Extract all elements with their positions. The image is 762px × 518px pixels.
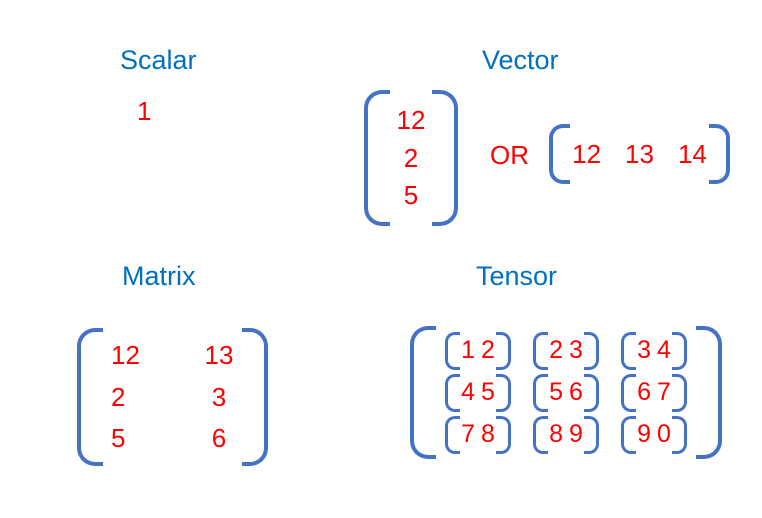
matrix-value: 6 (211, 423, 227, 454)
right-bracket (432, 90, 458, 226)
left-bracket (549, 124, 570, 184)
right-bracket (584, 415, 599, 454)
or-label: OR (490, 140, 529, 170)
tensor-value: 3 (569, 335, 583, 364)
tensor-cell: 6 7 (621, 373, 687, 413)
tensor-value: 0 (657, 419, 671, 448)
tensor-value: 5 (549, 377, 563, 406)
tensor-cell: 5 6 (533, 373, 599, 413)
vector-value: 14 (677, 138, 707, 169)
vector-value: 2 (403, 142, 419, 173)
left-bracket (445, 373, 460, 412)
tensor-value: 9 (569, 419, 583, 448)
tensor-value: 8 (481, 419, 495, 448)
matrix-value: 3 (211, 381, 227, 412)
tensor-cell: 7 8 (445, 415, 511, 455)
scalar-title: Scalar (120, 45, 197, 75)
left-bracket (621, 415, 636, 454)
matrix-row: 12 13 (111, 341, 242, 370)
vector-value: 5 (403, 180, 419, 211)
right-bracket (696, 326, 722, 459)
right-bracket (672, 331, 687, 370)
left-bracket (410, 326, 436, 459)
tensor-cell: 4 5 (445, 373, 511, 413)
left-bracket (445, 415, 460, 454)
tensor-cell: 9 0 (621, 415, 687, 455)
tensor-value: 5 (481, 377, 495, 406)
tensor-value: 4 (657, 335, 671, 364)
right-bracket (242, 328, 268, 466)
column-vector: 12 2 5 (364, 90, 458, 226)
right-bracket (672, 373, 687, 412)
tensor-cell: 1 2 (445, 331, 511, 371)
matrix-value: 12 (111, 340, 140, 371)
tensor-row: 7 8 8 9 9 0 (445, 415, 687, 455)
tensor-value: 6 (569, 377, 583, 406)
tensor-title: Tensor (476, 261, 558, 291)
matrix-value: 13 (204, 340, 234, 371)
right-bracket (584, 373, 599, 412)
tensor-value: 2 (481, 335, 495, 364)
tensor-row: 4 5 5 6 6 7 (445, 373, 687, 413)
tensor-cell: 3 4 (621, 331, 687, 371)
left-bracket (364, 90, 390, 226)
left-bracket (533, 373, 548, 412)
matrix-value: 5 (111, 423, 126, 454)
left-bracket (533, 331, 548, 370)
matrix-value: 2 (111, 381, 126, 412)
tensor-values: 1 2 2 3 3 4 (436, 326, 696, 459)
matrix: 12 13 2 3 5 6 (77, 328, 268, 466)
row-vector-values: 12 13 14 (570, 124, 709, 184)
right-bracket (672, 415, 687, 454)
tensor-value: 8 (549, 419, 563, 448)
right-bracket (496, 331, 511, 370)
tensor-value: 6 (637, 377, 651, 406)
tensor-value: 7 (461, 419, 475, 448)
right-bracket (709, 124, 730, 184)
vector-value: 13 (625, 138, 654, 169)
tensor-value: 2 (549, 335, 563, 364)
scalar-value: 1 (137, 96, 152, 126)
matrix-title: Matrix (122, 261, 196, 291)
column-vector-values: 12 2 5 (390, 90, 432, 226)
tensor: 1 2 2 3 3 4 (410, 326, 722, 459)
matrix-values: 12 13 2 3 5 6 (103, 328, 242, 466)
tensor-value: 1 (461, 335, 475, 364)
tensor-cell: 8 9 (533, 415, 599, 455)
matrix-row: 2 3 (111, 383, 242, 412)
left-bracket (621, 331, 636, 370)
vector-value: 12 (572, 138, 602, 169)
right-bracket (584, 331, 599, 370)
left-bracket (533, 415, 548, 454)
vector-value: 12 (396, 105, 426, 136)
left-bracket (621, 373, 636, 412)
tensor-value: 7 (657, 377, 671, 406)
left-bracket (445, 331, 460, 370)
tensor-value: 4 (461, 377, 475, 406)
tensor-value: 9 (637, 419, 651, 448)
right-bracket (496, 373, 511, 412)
right-bracket (496, 415, 511, 454)
row-vector: 12 13 14 (549, 124, 730, 184)
tensor-row: 1 2 2 3 3 4 (445, 331, 687, 371)
left-bracket (77, 328, 103, 466)
tensor-cell: 2 3 (533, 331, 599, 371)
matrix-row: 5 6 (111, 424, 242, 453)
vector-title: Vector (482, 45, 559, 75)
tensor-value: 3 (637, 335, 651, 364)
